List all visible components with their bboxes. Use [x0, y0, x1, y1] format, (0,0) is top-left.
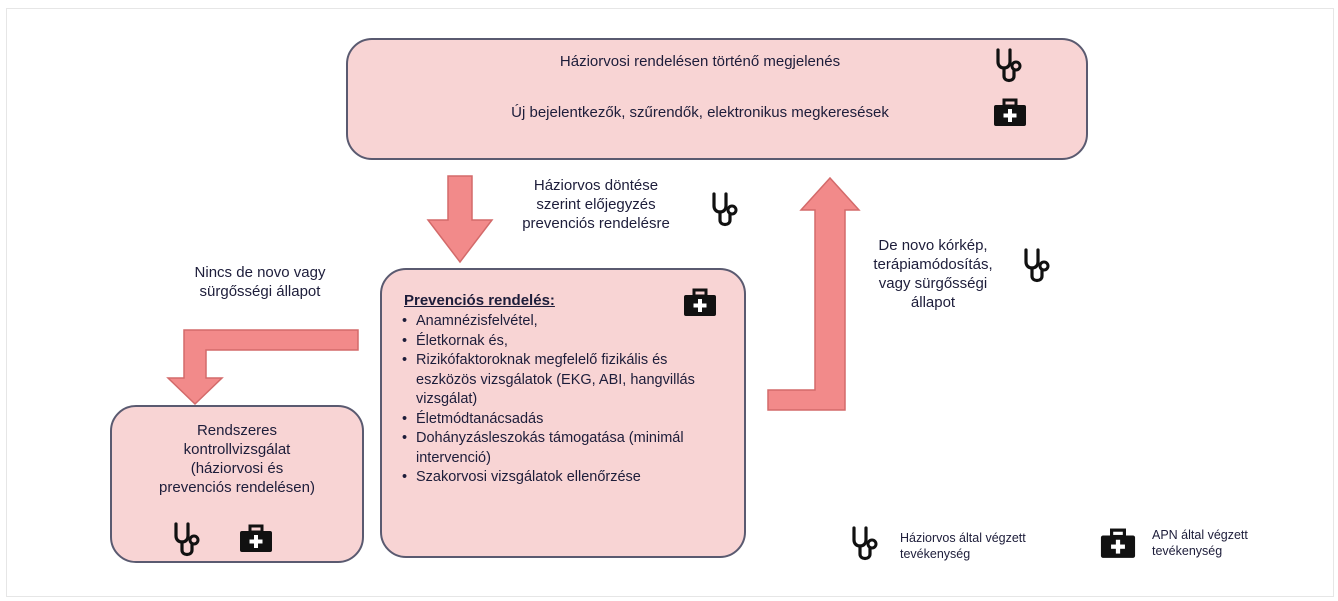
gp-visit-title: Háziorvosi rendelésen történő megjelenés: [559, 53, 841, 70]
list-item: Életkornak és,: [400, 332, 720, 352]
stethoscope-icon: [1024, 248, 1050, 283]
list-item: Életmódtanácsadás: [400, 410, 720, 430]
control-box-line: Rendszeres: [196, 422, 278, 439]
legend-gp-label-line: tevékenység: [900, 547, 971, 561]
de-novo-label: De novo kórkép, terápiamódosítás, vagy s…: [848, 236, 1018, 312]
prevention-list: Anamnézisfelvétel, Életkornak és, Rizikó…: [400, 312, 720, 488]
control-box-text: Rendszeres kontrollvizsgálat (háziorvosi…: [116, 421, 358, 497]
control-box-line: (háziorvosi és: [190, 460, 284, 477]
control-box-line: prevenciós rendelésen): [159, 479, 315, 496]
medical-bag-icon: [1100, 528, 1136, 558]
legend-apn-label-line: tevékenység: [1152, 544, 1223, 558]
bent-arrow: [166, 329, 359, 406]
list-item: Rizikófaktoroknak megfelelő fizikális és…: [400, 351, 720, 410]
de-novo-label-line: állapot: [910, 294, 956, 311]
de-novo-label-line: terápiamódosítás,: [873, 256, 993, 273]
legend-gp-label: Háziorvos által végzett tevékenység: [900, 530, 1080, 562]
down-arrow-label: Háziorvos döntése szerint előjegyzés pre…: [488, 176, 704, 233]
stethoscope-icon: [852, 526, 878, 561]
list-item: Szakorvosi vizsgálatok ellenőrzése: [400, 468, 720, 488]
gp-visit-subtitle: Új bejelentkezők, szűrendők, elektroniku…: [511, 104, 889, 121]
down-arrow-label-line: szerint előjegyzés: [536, 196, 656, 213]
legend-apn-label: APN által végzett tevékenység: [1152, 527, 1312, 559]
stethoscope-icon: [712, 192, 738, 227]
control-box-line: kontrollvizsgálat: [183, 441, 291, 458]
up-arrow: [767, 176, 861, 411]
down-arrow: [426, 175, 494, 264]
legend-gp-label-line: Háziorvos által végzett: [900, 531, 1026, 545]
control-box: [110, 405, 364, 563]
down-arrow-label-line: prevenciós rendelésre: [522, 215, 670, 232]
legend-apn-label-line: APN által végzett: [1152, 528, 1248, 542]
down-arrow-label-line: Háziorvos döntése: [533, 177, 659, 194]
no-de-novo-label-line: Nincs de novo vagy: [194, 264, 326, 281]
medical-bag-icon: [240, 524, 272, 552]
list-item: Dohányzásleszokás támogatása (minimál in…: [400, 429, 720, 468]
de-novo-label-line: vagy sürgősségi: [878, 275, 988, 292]
list-item: Anamnézisfelvétel,: [400, 312, 720, 332]
medical-bag-icon: [994, 98, 1026, 126]
medical-bag-icon: [684, 288, 716, 316]
no-de-novo-label: Nincs de novo vagy sürgősségi állapot: [150, 263, 370, 301]
stethoscope-icon: [174, 522, 200, 557]
stethoscope-icon: [996, 48, 1022, 83]
prevention-title: Prevenciós rendelés:: [404, 292, 555, 309]
gp-visit-box: [346, 38, 1088, 160]
no-de-novo-label-line: sürgősségi állapot: [199, 283, 321, 300]
de-novo-label-line: De novo kórkép,: [878, 237, 988, 254]
